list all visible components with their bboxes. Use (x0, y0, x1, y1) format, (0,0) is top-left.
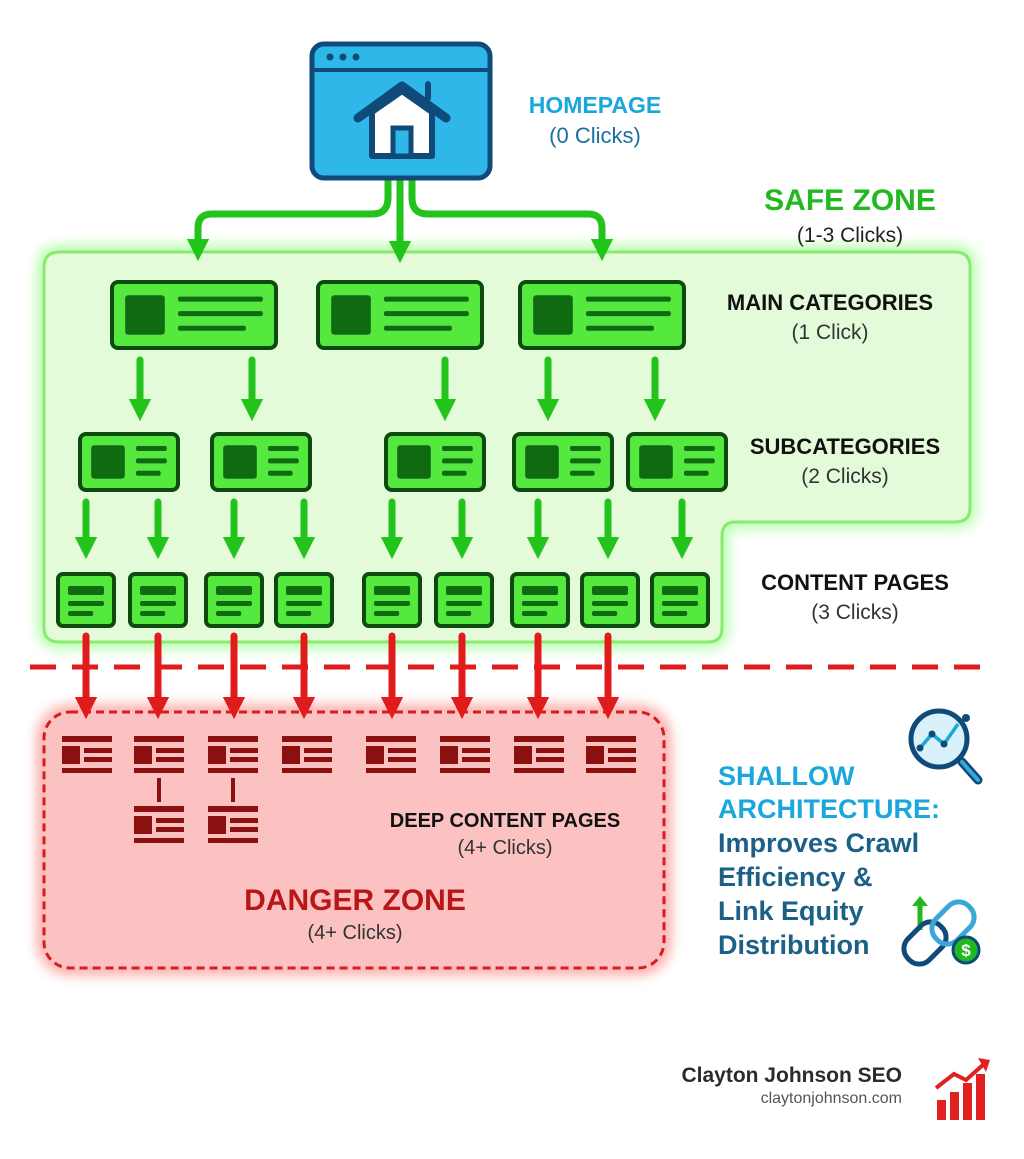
content-page-node (580, 572, 640, 628)
content-page-node (650, 572, 710, 628)
deep-content-page-node (134, 736, 184, 773)
deep-content-page-node (514, 736, 564, 773)
magnifier-chart-icon (908, 708, 983, 785)
shallow-architecture-callout: SHALLOW ARCHITECTURE: Improves Crawl Eff… (718, 760, 1018, 962)
content-page-node (128, 572, 188, 628)
danger-zone-subtitle: (4+ Clicks) (307, 922, 403, 944)
subcategories-subtitle: (2 Clicks) (801, 465, 889, 488)
sub-to-content-links (74, 498, 694, 560)
main-categories-row (110, 280, 686, 350)
main-category-node (110, 280, 278, 350)
deeper-content-page-node (134, 806, 184, 843)
deep-content-page-node (62, 736, 112, 773)
subcategories-label: SUBCATEGORIES (2 Clicks) (720, 434, 970, 489)
subcategory-node (512, 432, 614, 492)
subcategory-node (384, 432, 486, 492)
content-pages-label: CONTENT PAGES (3 Clicks) (735, 570, 975, 625)
main-categories-title: MAIN CATEGORIES (726, 290, 934, 315)
deep-content-page-node (282, 736, 332, 773)
main-category-node (316, 280, 484, 350)
deep-content-pages-row (62, 736, 636, 843)
safe-zone-label: SAFE ZONE (1-3 Clicks) (740, 184, 960, 248)
content-page-node (56, 572, 116, 628)
callout-line-2: ARCHITECTURE: (718, 794, 940, 824)
content-page-node (434, 572, 494, 628)
house-icon (353, 81, 451, 159)
content-page-node (274, 572, 334, 628)
homepage-title: HOMEPAGE (528, 92, 662, 118)
deep-content-page-node (586, 736, 636, 773)
callout-line-5: Link Equity (718, 896, 864, 926)
callout-line-4: Efficiency & (718, 862, 873, 892)
brand-url: claytonjohnson.com (760, 1090, 902, 1107)
content-page-node (362, 572, 422, 628)
main-category-node (518, 280, 686, 350)
deep-content-pages-label: DEEP CONTENT PAGES (4+ Clicks) (360, 810, 650, 860)
homepage-subtitle: (0 Clicks) (549, 123, 641, 148)
content-to-deep-links (74, 632, 620, 720)
subcategory-node (210, 432, 312, 492)
main-to-sub-links (128, 356, 667, 422)
main-categories-label: MAIN CATEGORIES (1 Click) (690, 290, 970, 345)
safe-zone-region (37, 245, 977, 649)
brand-block: Clayton Johnson SEO claytonjohnson.com (640, 1064, 902, 1108)
callout-line-1: SHALLOW (718, 761, 855, 791)
homepage-node (309, 41, 493, 181)
safe-zone-subtitle: (1-3 Clicks) (796, 224, 904, 247)
brand-name: Clayton Johnson SEO (681, 1064, 902, 1087)
deep-content-page-node (440, 736, 490, 773)
main-categories-subtitle: (1 Click) (791, 321, 869, 344)
content-pages-subtitle: (3 Clicks) (811, 601, 899, 624)
subcategory-node (626, 432, 728, 492)
bar-chart-arrow-icon (934, 1058, 990, 1120)
content-page-node (204, 572, 264, 628)
deep-content-page-node (366, 736, 416, 773)
deeper-content-page-node (208, 806, 258, 843)
callout-line-6: Distribution (718, 930, 870, 960)
chain-link-dollar-icon: $ (901, 896, 981, 967)
callout-line-3: Improves Crawl (718, 828, 920, 858)
danger-zone-title: DANGER ZONE (244, 884, 466, 917)
homepage-links (186, 174, 614, 264)
danger-zone-region (37, 705, 671, 975)
content-pages-row (56, 572, 710, 628)
danger-zone-label: DANGER ZONE (4+ Clicks) (210, 884, 500, 945)
content-pages-title: CONTENT PAGES (761, 570, 949, 595)
deep-content-pages-subtitle: (4+ Clicks) (457, 837, 553, 859)
deep-content-pages-title: DEEP CONTENT PAGES (389, 810, 621, 832)
homepage-label: HOMEPAGE (0 Clicks) (500, 92, 690, 149)
subcategories-row (78, 432, 728, 492)
content-page-node (510, 572, 570, 628)
subcategories-title: SUBCATEGORIES (749, 434, 941, 459)
svg-text:$: $ (961, 941, 971, 960)
deep-content-page-node (208, 736, 258, 773)
subcategory-node (78, 432, 180, 492)
safe-zone-title: SAFE ZONE (764, 184, 936, 217)
